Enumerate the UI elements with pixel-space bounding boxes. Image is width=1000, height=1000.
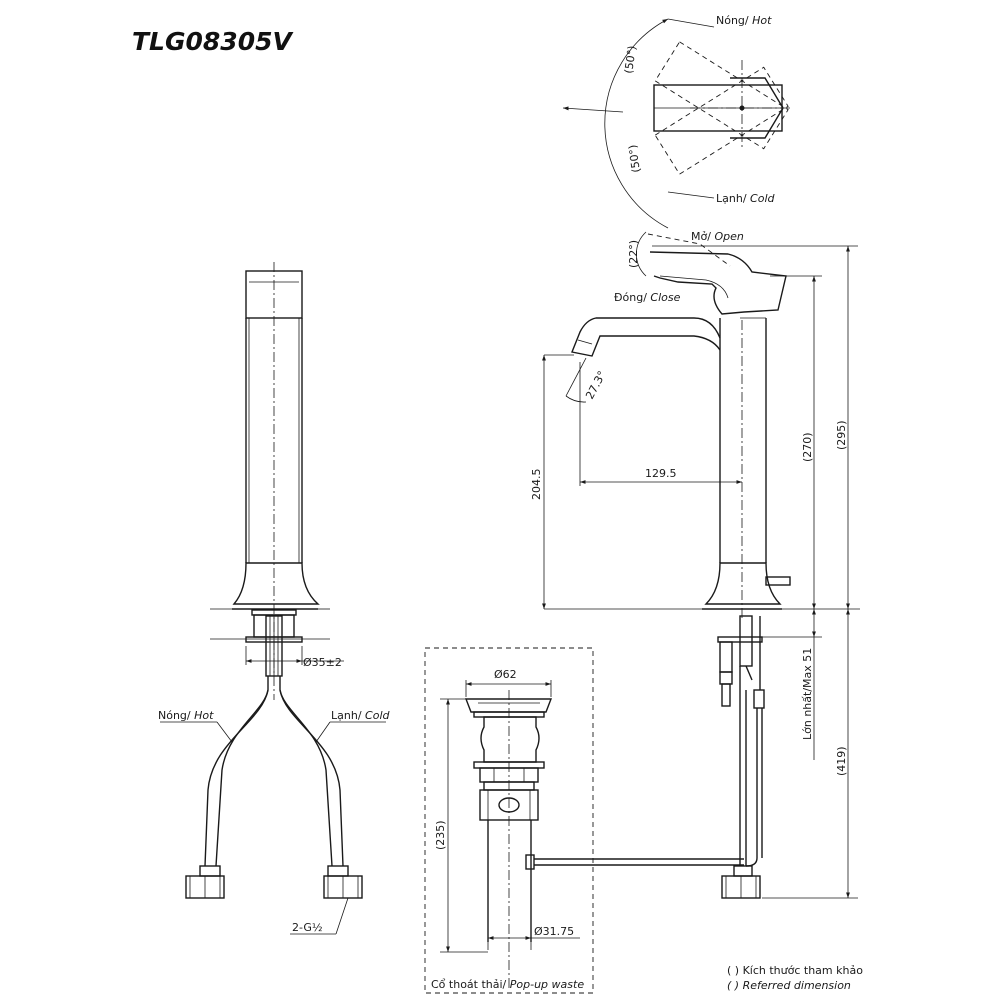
close-label-vi: Đóng/ [614,291,647,304]
legend: ( ) Kích thước tham khảo ( ) Referred di… [727,964,863,992]
angle-top: (50°) [622,45,639,75]
svg-text:Nóng/ Hot: Nóng/ Hot [158,709,214,722]
dim-d31: Ø31.75 [534,925,574,938]
hose-hot-en: Hot [194,709,214,722]
dim-h235: (235) [434,820,447,850]
dim-h270: (270) [801,432,814,462]
dim-d62: Ø62 [494,668,517,681]
svg-text:Mở/ Open: Mở/ Open [691,230,744,243]
angle-spout: 27.3° [583,369,609,402]
svg-text:Đóng/ Close: Đóng/ Close [614,291,681,304]
side-view: 204.5 129.5 27.3° (22°) Mở/ Open Đóng/ C… [530,230,860,899]
open-label-en: Open [714,230,743,243]
svg-text:Cổ thoát thải/ Pop-up waste: Cổ thoát thải/ Pop-up waste [431,978,584,991]
open-label-vi: Mở/ [691,230,711,243]
hose-cold-vi: Lạnh/ [331,709,362,722]
thread-label: 2-G½ [292,921,323,934]
legend-line-2: ( ) Referred dimension [727,979,851,992]
hose-hot-vi: Nóng/ [158,709,191,722]
svg-text:Nóng/ Hot: Nóng/ Hot [716,14,772,27]
hose-cold-en: Cold [365,709,390,722]
svg-text:Lạnh/ Cold: Lạnh/ Cold [331,709,390,722]
dim-h419: (419) [835,746,848,776]
front-view: Ø35±2 Nóng/ Hot Lạnh/ Cold 2-G½ [158,262,390,935]
hot-label-vi: Nóng/ [716,14,749,27]
legend-line-1: ( ) Kích thước tham khảo [727,964,863,977]
model-title: TLG08305V [132,27,293,56]
popup-label-vi: Cổ thoát thải/ [431,978,507,991]
max-label: Lớn nhất/Max 51 [801,648,814,740]
svg-text:Lạnh/ Cold: Lạnh/ Cold [716,192,775,205]
dim-w129: 129.5 [645,467,677,480]
close-label-en: Close [650,291,680,304]
popup-label-en: Pop-up waste [510,978,585,991]
dim-h295: (295) [835,420,848,450]
cold-label-en: Cold [750,192,775,205]
hot-label-en: Hot [752,14,772,27]
angle-bottom: (50°) [626,144,643,174]
cold-label-vi: Lạnh/ [716,192,747,205]
angle-lever: (22°) [627,240,640,268]
top-view: Nóng/ Hot Lạnh/ Cold (50°) (50°) [562,14,792,229]
dim-h204: 204.5 [530,469,543,501]
popup-waste: Ø62 (235) Ø31.75 C [424,647,744,994]
dim-d35: Ø35±2 [303,656,342,669]
